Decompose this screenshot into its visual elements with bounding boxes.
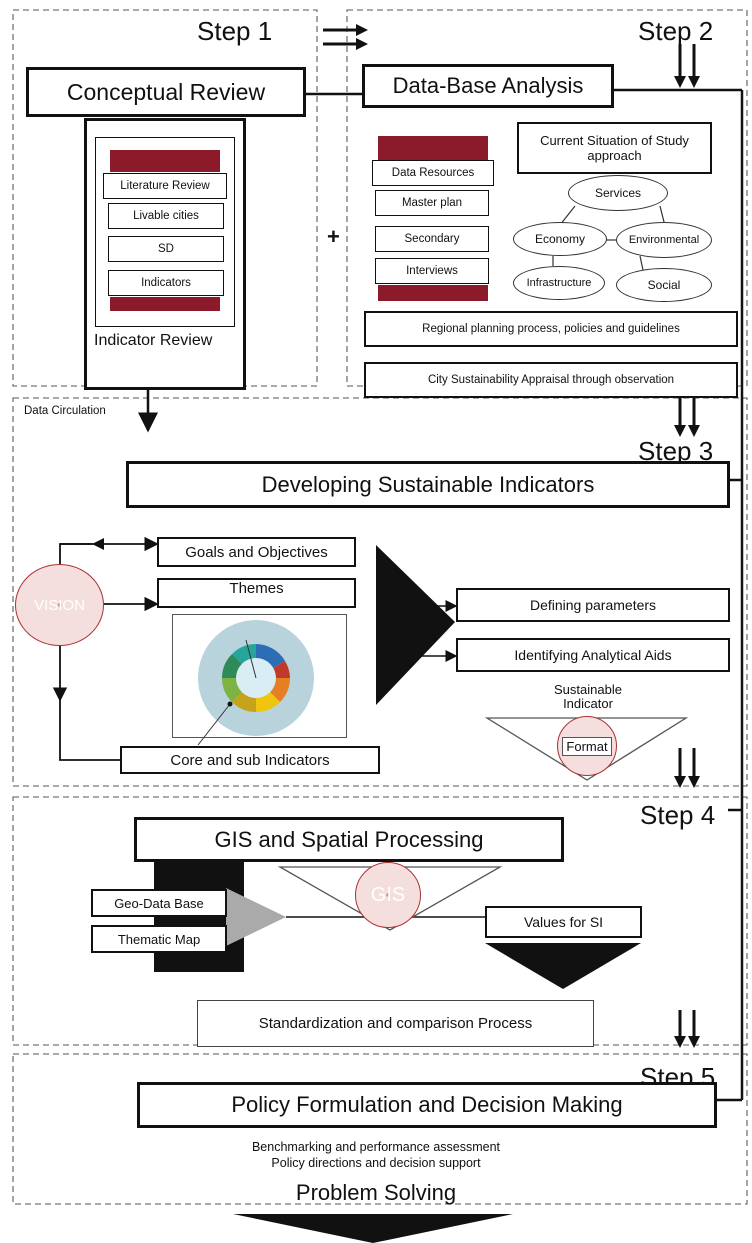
standardization-box: Standardization and comparison Process	[197, 1000, 594, 1047]
sd-item: SD	[108, 236, 224, 262]
step4-frame	[12, 796, 748, 1046]
policy-formulation-box: Policy Formulation and Decision Making	[137, 1082, 717, 1128]
defining-parameters-box: Defining parameters	[456, 588, 730, 622]
core-sub-indicators-box: Core and sub Indicators	[120, 746, 380, 774]
goals-objectives-box: Goals and Objectives	[157, 537, 356, 567]
step4-label: Step 4	[640, 800, 716, 830]
data-circulation-label: Data Circulation	[24, 405, 106, 417]
vision-circle: VISION	[15, 564, 104, 646]
data-resources-item: Data Resources	[372, 160, 494, 186]
environmental-oval: Environmental	[616, 222, 712, 258]
interviews-item: Interviews	[375, 258, 489, 284]
resources-bar-bottom	[378, 285, 488, 301]
values-si-box: Values for SI	[485, 906, 642, 938]
services-oval: Services	[568, 175, 668, 211]
analytical-aids-box: Identifying Analytical Aids	[456, 638, 730, 672]
step5-frame	[12, 1053, 748, 1205]
developing-indicators-box: Developing Sustainable Indicators	[126, 461, 730, 508]
master-plan-item: Master plan	[375, 190, 489, 216]
policy-directions-text: Policy directions and decision support	[271, 1156, 481, 1170]
literature-review-item: Literature Review	[103, 173, 227, 199]
thematic-map-box: Thematic Map	[91, 925, 227, 953]
themes-wheel-frame	[172, 614, 347, 738]
format-circle: Format	[557, 716, 617, 776]
city-appraisal-box: City Sustainability Appraisal through ob…	[364, 362, 738, 398]
step1-label: Step 1	[197, 16, 273, 46]
regional-planning-box: Regional planning process, policies and …	[364, 311, 738, 347]
secondary-item: Secondary	[375, 226, 489, 252]
plus-sign: +	[327, 224, 340, 249]
conceptual-review-box: Conceptual Review	[26, 67, 306, 117]
geo-database-box: Geo-Data Base	[91, 889, 227, 917]
gis-spatial-box: GIS and Spatial Processing	[134, 817, 564, 862]
step3-frame	[12, 397, 748, 787]
livable-cities-item: Livable cities	[108, 203, 224, 229]
indicators-item: Indicators	[108, 270, 224, 296]
format-label: Format	[562, 736, 612, 756]
social-oval: Social	[616, 268, 712, 302]
sustainable-indicator-label: Sustainable Indicator	[554, 682, 622, 711]
maroon-bar-top	[110, 150, 220, 172]
infrastructure-oval: Infrastructure	[513, 266, 605, 300]
indicator-review-caption: Indicator Review	[94, 332, 213, 349]
benchmarking-text: Benchmarking and performance assessment	[251, 1140, 501, 1154]
step2-label: Step 2	[638, 16, 714, 46]
current-situation-box: Current Situation of Study approach	[517, 122, 712, 174]
themes-box: Themes	[157, 578, 356, 608]
database-analysis-box: Data-Base Analysis	[362, 64, 614, 108]
resources-bar-top	[378, 136, 488, 160]
problem-solving-label: Problem Solving	[295, 1180, 457, 1205]
maroon-bar-bottom	[110, 297, 220, 311]
economy-oval: Economy	[513, 222, 607, 256]
gis-circle: GIS	[355, 862, 421, 928]
